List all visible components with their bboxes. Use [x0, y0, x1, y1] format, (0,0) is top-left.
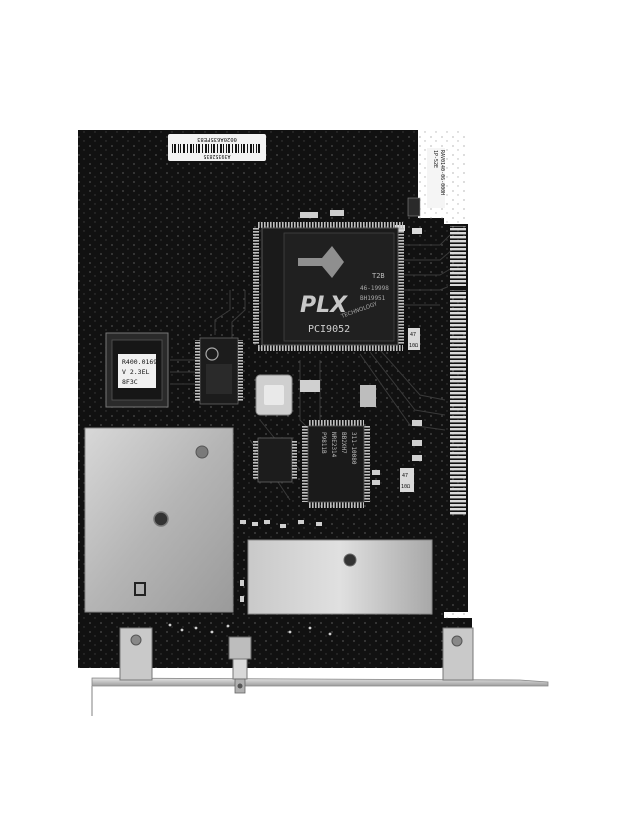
tuning-hole-icon	[153, 511, 169, 527]
chip-line4: BH19951	[360, 295, 386, 302]
side-sticker-line1: 1P-52E	[432, 150, 438, 168]
shield-hole-icon	[343, 553, 357, 567]
plx-logo-arrow-icon	[298, 246, 344, 278]
mid-chip-line4: 311-10080	[350, 432, 357, 465]
mid-chip-line2: NRE2314	[330, 432, 337, 458]
side-sticker-line2: RAV0140-06-000H	[439, 150, 445, 195]
rf-shield-left	[84, 427, 234, 613]
barcode-bottom-text: A39352835	[203, 153, 230, 159]
plx-pci9052-chip: PLX TECHNOLOGY PCI9052 PCI9052 T2B 46-19…	[253, 222, 404, 351]
cap-b-label: 10Ω	[409, 343, 418, 349]
mounting-bracket	[91, 627, 549, 716]
pci-edge-connector	[448, 226, 468, 515]
side-sticker: 1P-52E RAV0140-06-000H	[427, 148, 445, 208]
shield-screw-icon	[195, 445, 209, 459]
cap-d-label: 10Ω	[401, 484, 410, 490]
small-ic	[253, 437, 297, 483]
crystal-oscillator	[255, 374, 376, 416]
eprom-label-line2: V 2.3EL	[122, 368, 149, 376]
mid-chip-line3: BB2XH7	[340, 432, 347, 454]
chip-brand: PLX	[300, 293, 348, 318]
cypress-chip	[195, 337, 243, 405]
eprom-label-line3: 8F3C	[122, 378, 138, 386]
cap-a-label: 47	[410, 332, 416, 338]
serial-barcode-label: 0020A635FE83 A39352835	[168, 134, 266, 161]
interface-chip: P9811B NRE2314 BB2XH7 311-10080	[302, 420, 370, 508]
coax-connector	[228, 636, 252, 694]
bracket-screw-right-icon	[451, 635, 463, 647]
passive-components-right: 47 10Ω 47 10Ω	[372, 328, 422, 492]
rf-shield-right	[247, 539, 433, 615]
barcode-top-text: 0020A635FE83	[197, 136, 237, 142]
bracket-screw-left-icon	[130, 634, 142, 646]
bottom-smd-row	[168, 520, 332, 636]
chip-code: T2B	[372, 272, 385, 280]
chip-line3: 46-19998	[360, 285, 389, 292]
chip-part-number-visible: PCI9052	[308, 324, 350, 335]
mid-chip-line1: P9811B	[320, 432, 327, 454]
eprom-label-line1: R400.0169	[122, 358, 157, 366]
cap-c-label: 47	[402, 473, 408, 479]
eprom-socket: R400.0169 V 2.3EL 8F3C	[105, 332, 169, 408]
cypress-logo-icon	[205, 347, 219, 361]
